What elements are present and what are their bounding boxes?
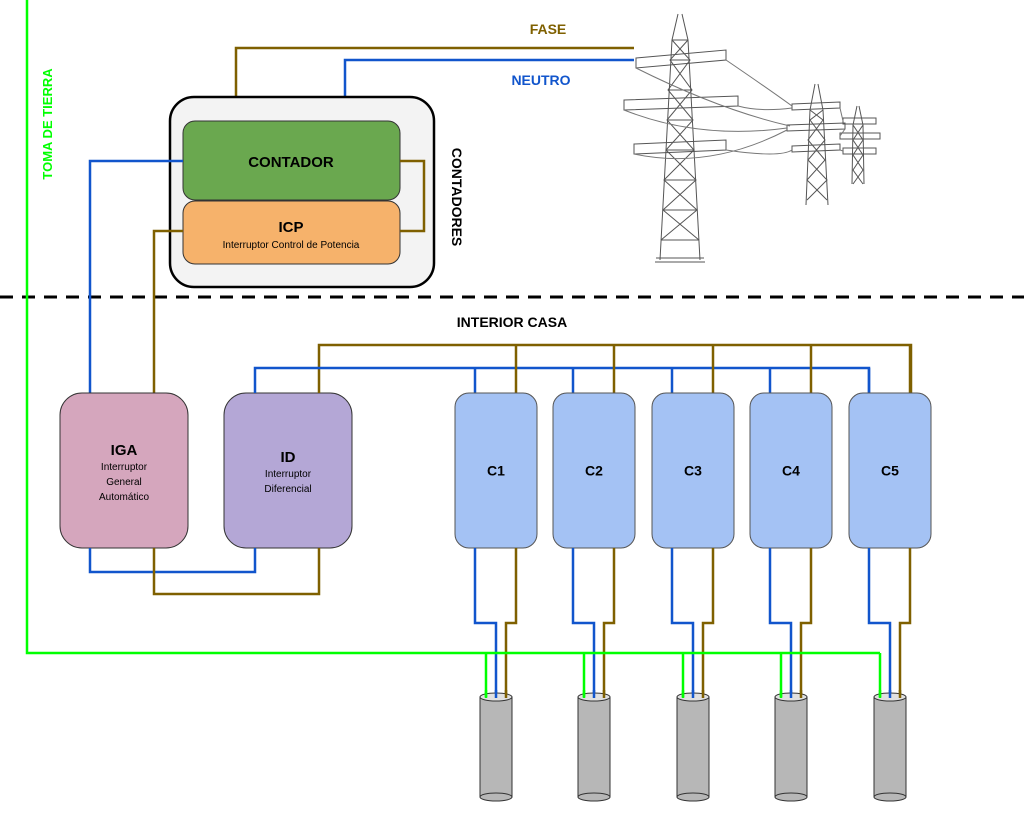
neutro-label: NEUTRO: [511, 72, 570, 88]
iga-id-neutro-wire: [88, 548, 257, 574]
circuit-fase-out-wire: [504, 548, 518, 697]
ground-main-wire: [25, 0, 489, 655]
circuit-breaker-box[interactable]: [552, 392, 636, 549]
circuit-neutro-out-wire: [768, 548, 793, 697]
big-tower-icon: [623, 13, 739, 263]
circuits-layer: C1 C2 C3 C4 C5: [454, 345, 932, 802]
contador-icp-link-wire: [400, 159, 426, 233]
id-subtitle-1: Interruptor: [265, 469, 312, 480]
outlet-bottom-icon: [774, 792, 808, 802]
neutro-bus-wire: [253, 366, 871, 393]
contador-block[interactable]: CONTADOR: [182, 120, 401, 201]
circuit-c5[interactable]: C5: [848, 345, 932, 802]
circuit-c2[interactable]: C2: [552, 345, 636, 802]
circuit-fase-out-wire: [602, 548, 616, 697]
circuit-c1[interactable]: C1: [454, 345, 538, 802]
id-title: ID: [281, 449, 296, 466]
circuit-fase-out-wire: [701, 548, 715, 697]
iga-subtitle-2: General: [106, 477, 142, 488]
icp-subtitle: Interruptor Control de Potencia: [223, 240, 360, 251]
contador-title: CONTADOR: [248, 154, 334, 171]
circuit-breaker-box[interactable]: [454, 392, 538, 549]
small-tower-icon: [839, 105, 881, 185]
circuit-neutro-out-wire: [670, 548, 695, 697]
id-block[interactable]: ID Interruptor Diferencial: [223, 392, 353, 549]
iga-block[interactable]: IGA Interruptor General Automático: [59, 392, 189, 549]
power-towers-illustration: [623, 13, 881, 263]
circuit-label: C1: [487, 463, 505, 479]
circuit-fase-out-wire: [799, 548, 813, 697]
iga-title: IGA: [111, 442, 138, 459]
iga-subtitle-1: Interruptor: [101, 462, 148, 473]
outlet-body-icon: [577, 696, 611, 798]
iga-id-fase-wire: [152, 548, 321, 596]
outlet-bottom-icon: [676, 792, 710, 802]
outlet-bottom-icon: [577, 792, 611, 802]
outlet-body-icon: [676, 696, 710, 798]
circuit-c4[interactable]: C4: [749, 345, 833, 802]
circuit-neutro-out-wire: [473, 548, 498, 697]
circuit-label: C3: [684, 463, 702, 479]
outlet-bottom-icon: [479, 792, 513, 802]
circuit-breaker-box[interactable]: [749, 392, 833, 549]
neutro-to-iga-wire: [88, 159, 183, 393]
interior-casa-label: INTERIOR CASA: [457, 314, 567, 330]
circuit-label: C5: [881, 463, 899, 479]
circuit-neutro-out-wire: [571, 548, 596, 697]
circuit-breaker-box[interactable]: [848, 392, 932, 549]
icp-title: ICP: [278, 219, 303, 236]
outlet-bottom-icon: [873, 792, 907, 802]
mid-tower-icon: [786, 83, 846, 206]
circuit-breaker-box[interactable]: [651, 392, 735, 549]
outlet-body-icon: [774, 696, 808, 798]
outlet-body-icon: [873, 696, 907, 798]
power-cables: [623, 59, 846, 160]
toma-tierra-label: TOMA DE TIERRA: [40, 68, 55, 180]
fase-label: FASE: [530, 21, 567, 37]
icp-block[interactable]: ICP Interruptor Control de Potencia: [182, 200, 401, 265]
circuit-c3[interactable]: C3: [651, 345, 735, 802]
outlet-body-icon: [479, 696, 513, 798]
fase-to-iga-wire: [152, 229, 183, 393]
iga-subtitle-3: Automático: [99, 492, 149, 503]
id-subtitle-2: Diferencial: [264, 484, 311, 495]
circuit-fase-out-wire: [898, 548, 912, 697]
contadores-label: CONTADORES: [449, 148, 465, 247]
circuit-label: C4: [782, 463, 800, 479]
circuit-label: C2: [585, 463, 603, 479]
circuit-neutro-out-wire: [867, 548, 892, 697]
